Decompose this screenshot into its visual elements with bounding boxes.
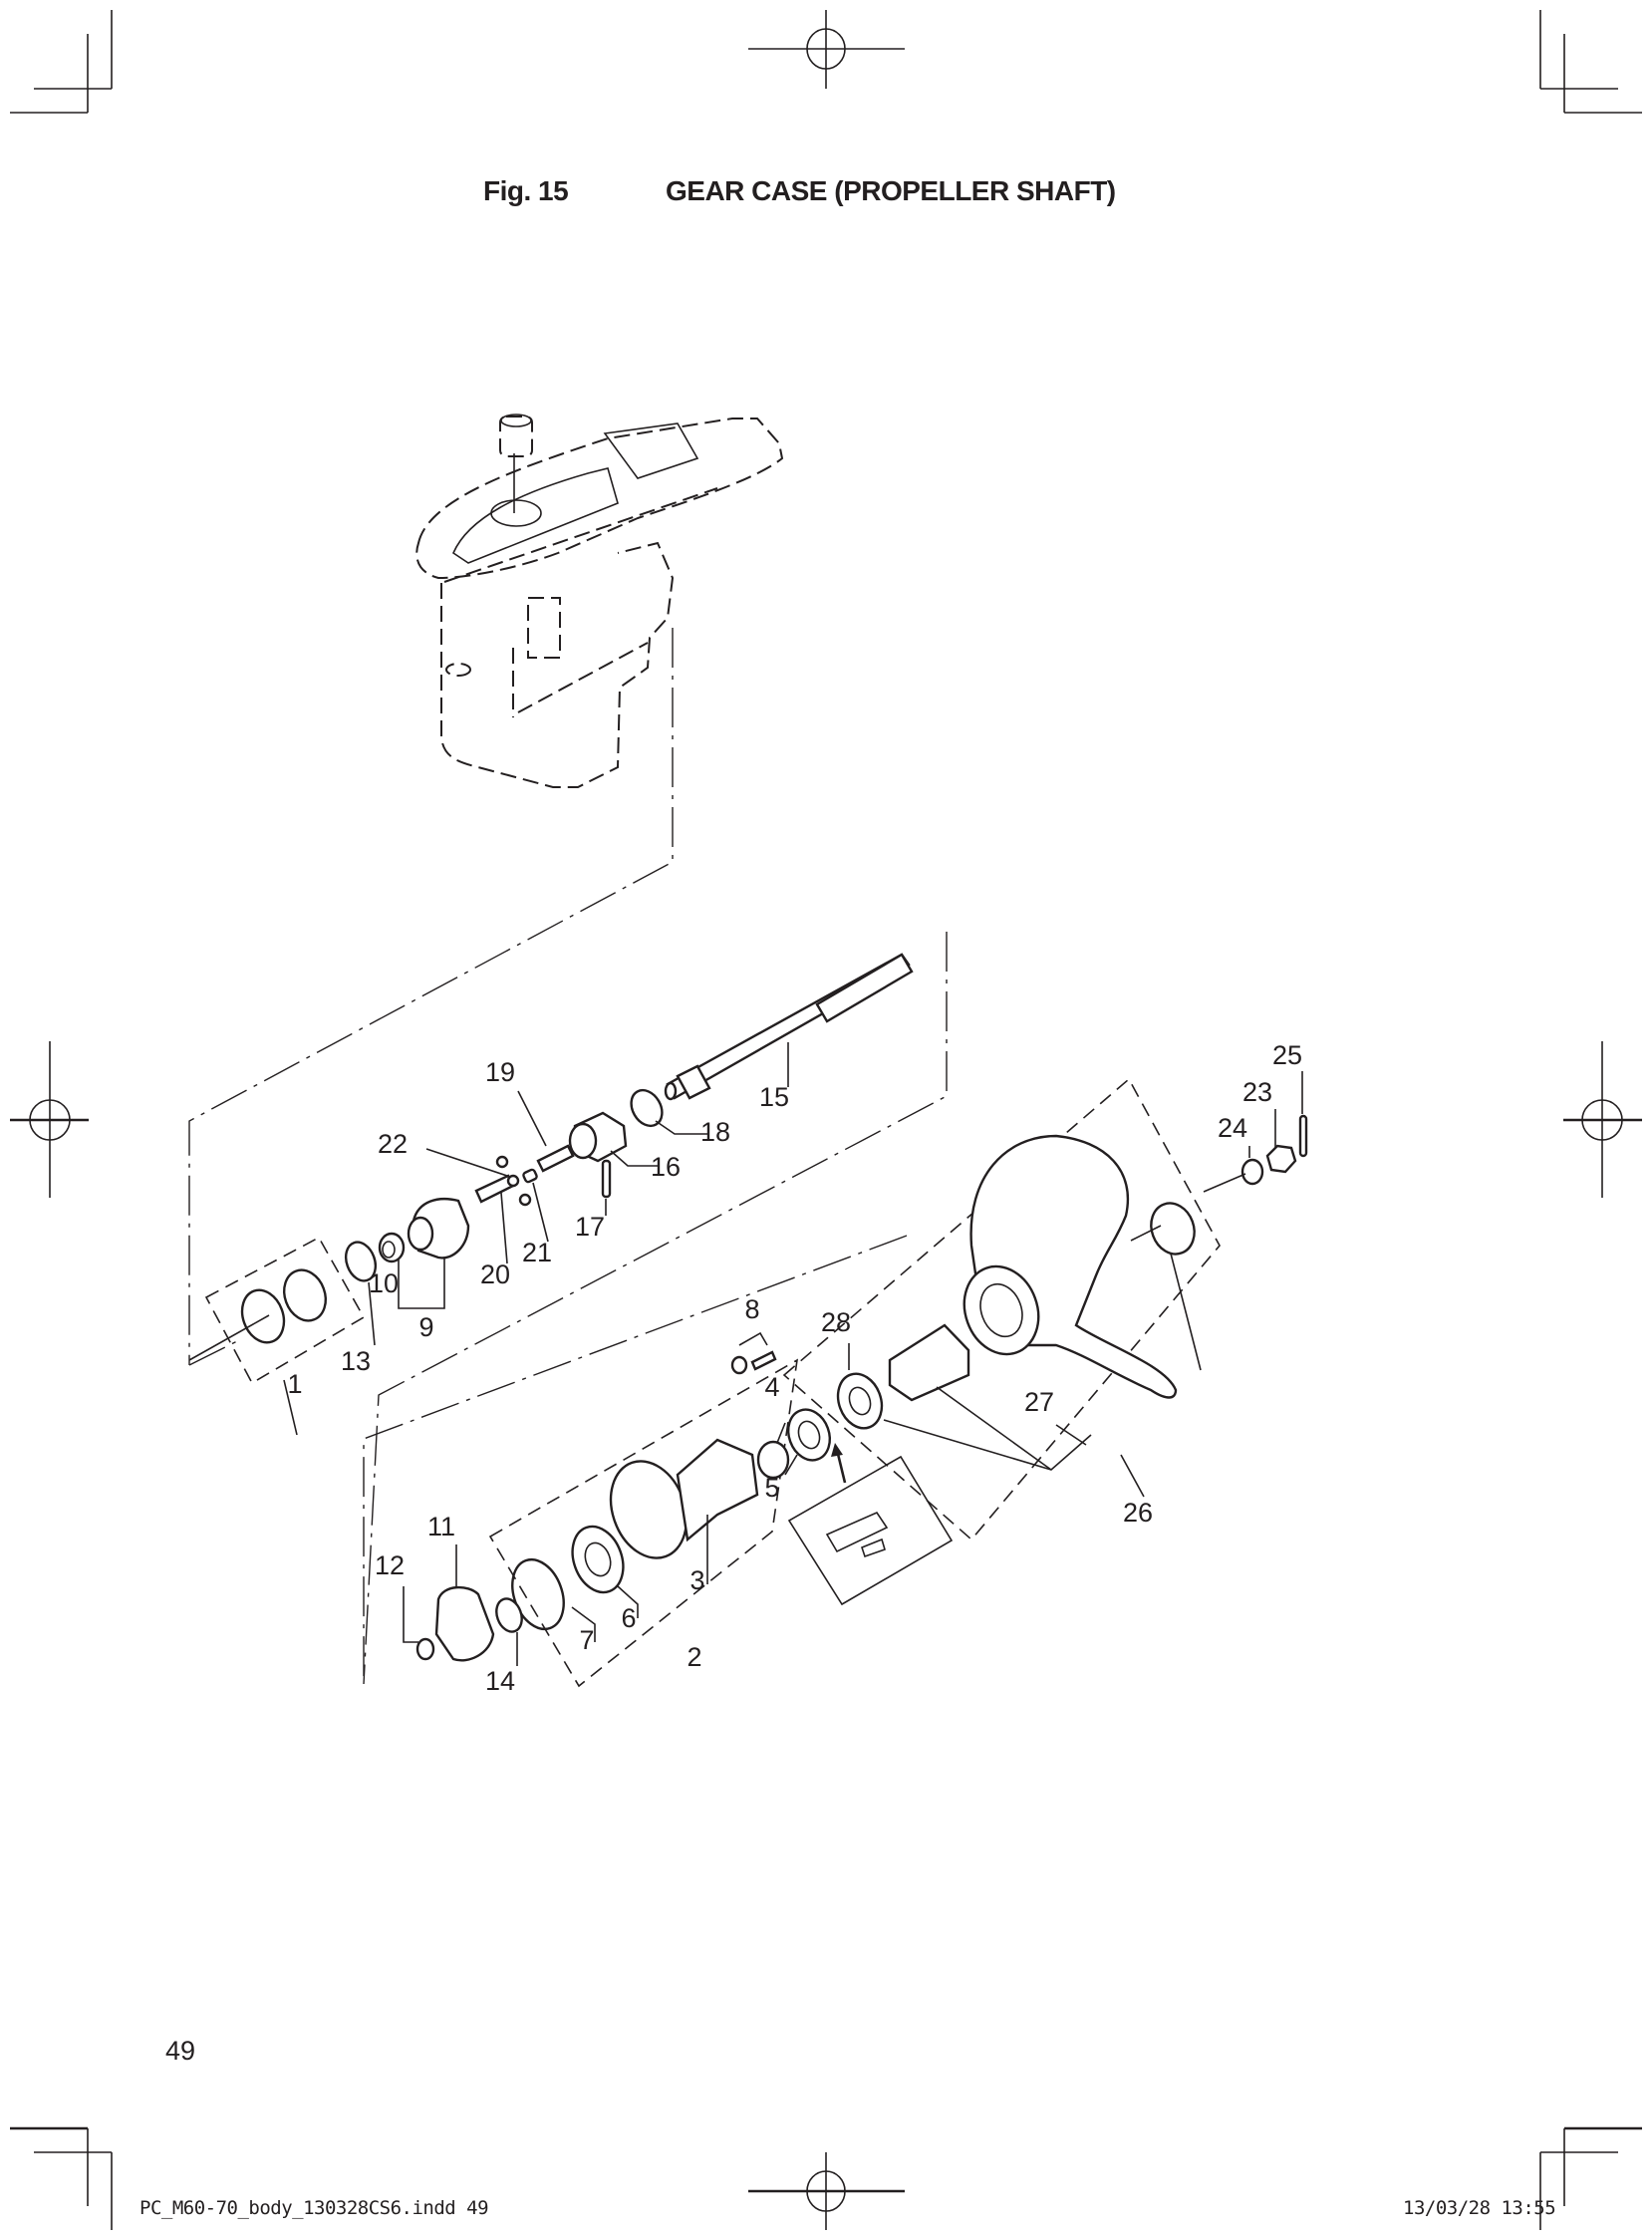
propeller (963, 1134, 1178, 1399)
part-13-shim (344, 1241, 378, 1346)
part-26-group-box (782, 1077, 1221, 1541)
callout-8: 8 (744, 1294, 759, 1324)
part-10-needle-bearing (378, 1232, 406, 1263)
part-23-nut (1265, 1109, 1297, 1174)
part-28-thrust-washer (836, 1343, 884, 1430)
callout-27: 27 (1024, 1387, 1054, 1417)
part-8-bolt-washer (730, 1331, 777, 1375)
part-22-balls (425, 1148, 532, 1207)
callouts: 1234567891011121314151617181920212223242… (287, 1040, 1302, 1696)
part-25-cotter-pin (1298, 1071, 1308, 1158)
part-1-tapered-bearing (188, 1236, 366, 1436)
carrier-group-frame (363, 1235, 908, 1684)
part-12-shim (403, 1586, 435, 1661)
callout-1: 1 (287, 1369, 302, 1399)
callout-28: 28 (821, 1307, 851, 1337)
callout-17: 17 (575, 1212, 605, 1242)
callout-22: 22 (378, 1129, 408, 1159)
registration-mark-left (10, 1041, 89, 1198)
part-5-oil-seal (784, 1408, 831, 1476)
figure-number: Fig. 15 (483, 175, 569, 206)
callout-7: 7 (579, 1625, 594, 1655)
callout-23: 23 (1242, 1077, 1272, 1107)
callout-3: 3 (689, 1565, 704, 1595)
callout-24: 24 (1218, 1113, 1247, 1143)
part-24-washer (1203, 1146, 1264, 1193)
callout-4: 4 (764, 1372, 779, 1402)
registration-mark-top (748, 10, 905, 89)
callout-11: 11 (427, 1512, 455, 1541)
callout-6: 6 (621, 1603, 636, 1633)
part-19-spring (517, 1090, 575, 1173)
figure-title: GEAR CASE (PROPELLER SHAFT) (666, 175, 1116, 206)
callout-5: 5 (764, 1473, 779, 1503)
part-4-needle-bearing (756, 1422, 790, 1480)
callout-20: 20 (480, 1260, 510, 1289)
part-21-shifter (522, 1168, 549, 1243)
registration-mark-right (1563, 1041, 1642, 1198)
propeller-rear-washer (1130, 1202, 1202, 1371)
callout-25: 25 (1272, 1040, 1302, 1070)
callout-12: 12 (375, 1550, 405, 1580)
callout-10: 10 (369, 1268, 399, 1298)
callout-18: 18 (700, 1117, 730, 1147)
callout-14: 14 (485, 1666, 515, 1696)
callout-16: 16 (651, 1152, 681, 1182)
part-18-ring (630, 1088, 707, 1135)
page-number: 49 (165, 2036, 196, 2066)
callout-26: 26 (1123, 1498, 1153, 1528)
part-27-bushing (883, 1323, 1092, 1471)
part-11-forward-gear (434, 1544, 495, 1662)
callout-19: 19 (485, 1057, 515, 1087)
part-14-shim (495, 1597, 523, 1666)
registration-mark-bottom (748, 2152, 905, 2230)
part-2-group-box (488, 1358, 799, 1688)
callout-15: 15 (759, 1082, 789, 1112)
print-slug-timestamp: 13/03/28 13:55 (1403, 2197, 1556, 2219)
callout-13: 13 (341, 1346, 371, 1376)
print-slug-filename: PC_M60-70_body_130328CS6.indd 49 (139, 2197, 489, 2219)
part-17-pin (601, 1159, 612, 1216)
crop-marks (10, 10, 1642, 2230)
gear-case-housing-outline (188, 414, 784, 1365)
callout-9: 9 (418, 1312, 433, 1342)
part-16-clutch (568, 1111, 658, 1167)
part-3-shaft-housing (609, 1438, 759, 1584)
callout-21: 21 (522, 1238, 552, 1267)
part-6-ball-bearing (571, 1525, 639, 1618)
part-15-propeller-shaft (664, 953, 914, 1101)
part-9-reverse-gear (398, 1198, 470, 1309)
part-20-plunger (474, 1174, 515, 1264)
callout-2: 2 (687, 1642, 701, 1672)
shaft-group-frame (363, 932, 948, 1685)
special-tool-inset (787, 1443, 954, 1606)
